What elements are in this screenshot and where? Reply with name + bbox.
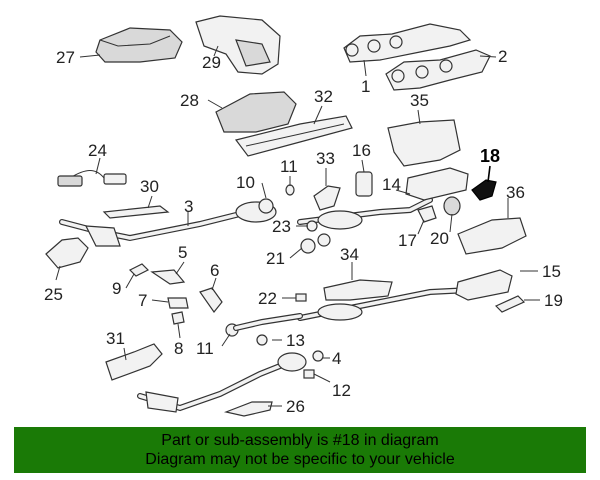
callout-16: 16 xyxy=(352,141,371,160)
part-8-bracket xyxy=(171,311,185,325)
callout-5: 5 xyxy=(178,243,187,262)
callout-21: 21 xyxy=(266,249,285,268)
part-33-bracket xyxy=(313,185,341,211)
callout-34: 34 xyxy=(340,245,359,264)
part-11-nut-upper xyxy=(285,184,295,196)
part-6-bracket xyxy=(199,287,223,314)
callout-31: 31 xyxy=(106,329,125,348)
part-35-heat-shield xyxy=(387,119,461,167)
info-banner: Part or sub-assembly is #18 in diagram D… xyxy=(14,427,586,473)
callout-1: 1 xyxy=(361,77,370,96)
callout-17: 17 xyxy=(398,231,417,250)
callout-30: 30 xyxy=(140,177,159,196)
callout-35: 35 xyxy=(410,91,429,110)
callout-4: 4 xyxy=(332,349,341,368)
part-23-nut xyxy=(306,220,318,232)
callout-14: 14 xyxy=(382,175,401,194)
callout-36: 36 xyxy=(506,183,525,202)
part-3-lower-pipe xyxy=(233,313,303,331)
callout-12: 12 xyxy=(332,381,351,400)
part-17-bracket xyxy=(417,205,437,223)
banner-line-2: Diagram may not be specific to your vehi… xyxy=(145,451,455,468)
part-12-bolt xyxy=(303,369,315,379)
callout-28: 28 xyxy=(180,91,199,110)
callout-3: 3 xyxy=(184,197,193,216)
part-31-heat-shield xyxy=(105,343,163,381)
part-21-gasket xyxy=(300,233,331,254)
part-22-bolt xyxy=(295,293,307,302)
part-9-bracket xyxy=(128,263,150,277)
callout-33: 33 xyxy=(316,149,335,168)
part-catalyst-pipe-lower xyxy=(137,352,307,413)
callout-24: 24 xyxy=(88,141,107,160)
part-27-heat-shield xyxy=(95,27,183,63)
part-25-bracket xyxy=(45,237,89,269)
part-28-heat-shield xyxy=(215,91,297,133)
part-24-oxygen-sensor xyxy=(57,170,127,187)
part-32-heat-shield xyxy=(234,115,353,157)
part-7-bracket xyxy=(167,297,189,309)
callout-10: 10 xyxy=(236,173,255,192)
part-4-nut xyxy=(312,350,324,362)
callout-19: 19 xyxy=(544,291,563,310)
part-19-bracket xyxy=(494,295,526,313)
callout-32: 32 xyxy=(314,87,333,106)
part-2-exhaust-manifold xyxy=(385,49,491,91)
callout-23: 23 xyxy=(272,217,291,236)
callout-20: 20 xyxy=(430,229,449,248)
callout-labels: 27 29 1 2 28 32 35 24 30 3 10 11 33 16 1… xyxy=(44,47,563,416)
part-18-hanger-highlighted xyxy=(471,165,497,201)
part-36-heat-shield xyxy=(457,217,527,255)
callout-7: 7 xyxy=(138,291,147,310)
callout-2: 2 xyxy=(498,47,507,66)
part-1-exhaust-manifold xyxy=(343,23,472,63)
part-29-heat-shield xyxy=(195,15,281,75)
part-26-bracket xyxy=(223,401,273,417)
callout-26: 26 xyxy=(286,397,305,416)
callout-27: 27 xyxy=(56,48,75,67)
part-13-gasket xyxy=(256,334,268,346)
callout-11-upper: 11 xyxy=(280,157,298,176)
callout-13: 13 xyxy=(286,331,305,350)
part-15-rear-pipe xyxy=(297,269,513,321)
callout-8: 8 xyxy=(174,339,183,358)
part-3-front-pipe xyxy=(59,201,277,247)
part-14-intermediate-pipe xyxy=(297,167,469,230)
part-30-bracket xyxy=(102,205,170,219)
callout-leaders xyxy=(55,45,540,407)
part-20-insulator xyxy=(443,196,461,216)
part-34-heat-shield xyxy=(323,279,393,301)
exhaust-parts-diagram: 27 29 1 2 28 32 35 24 30 3 10 11 33 16 1… xyxy=(44,15,563,417)
callout-15: 15 xyxy=(542,262,561,281)
callout-6: 6 xyxy=(210,261,219,280)
part-16-hanger xyxy=(355,171,373,197)
callout-18-highlighted: 18 xyxy=(480,146,500,166)
banner-line-1: Part or sub-assembly is #18 in diagram xyxy=(161,432,439,449)
callout-11-lower: 11 xyxy=(196,339,214,358)
callout-9: 9 xyxy=(112,279,121,298)
callout-25: 25 xyxy=(44,285,63,304)
callout-22: 22 xyxy=(258,289,277,308)
part-10-gasket xyxy=(258,198,274,214)
part-5-bracket xyxy=(150,269,186,285)
callout-29: 29 xyxy=(202,53,221,72)
